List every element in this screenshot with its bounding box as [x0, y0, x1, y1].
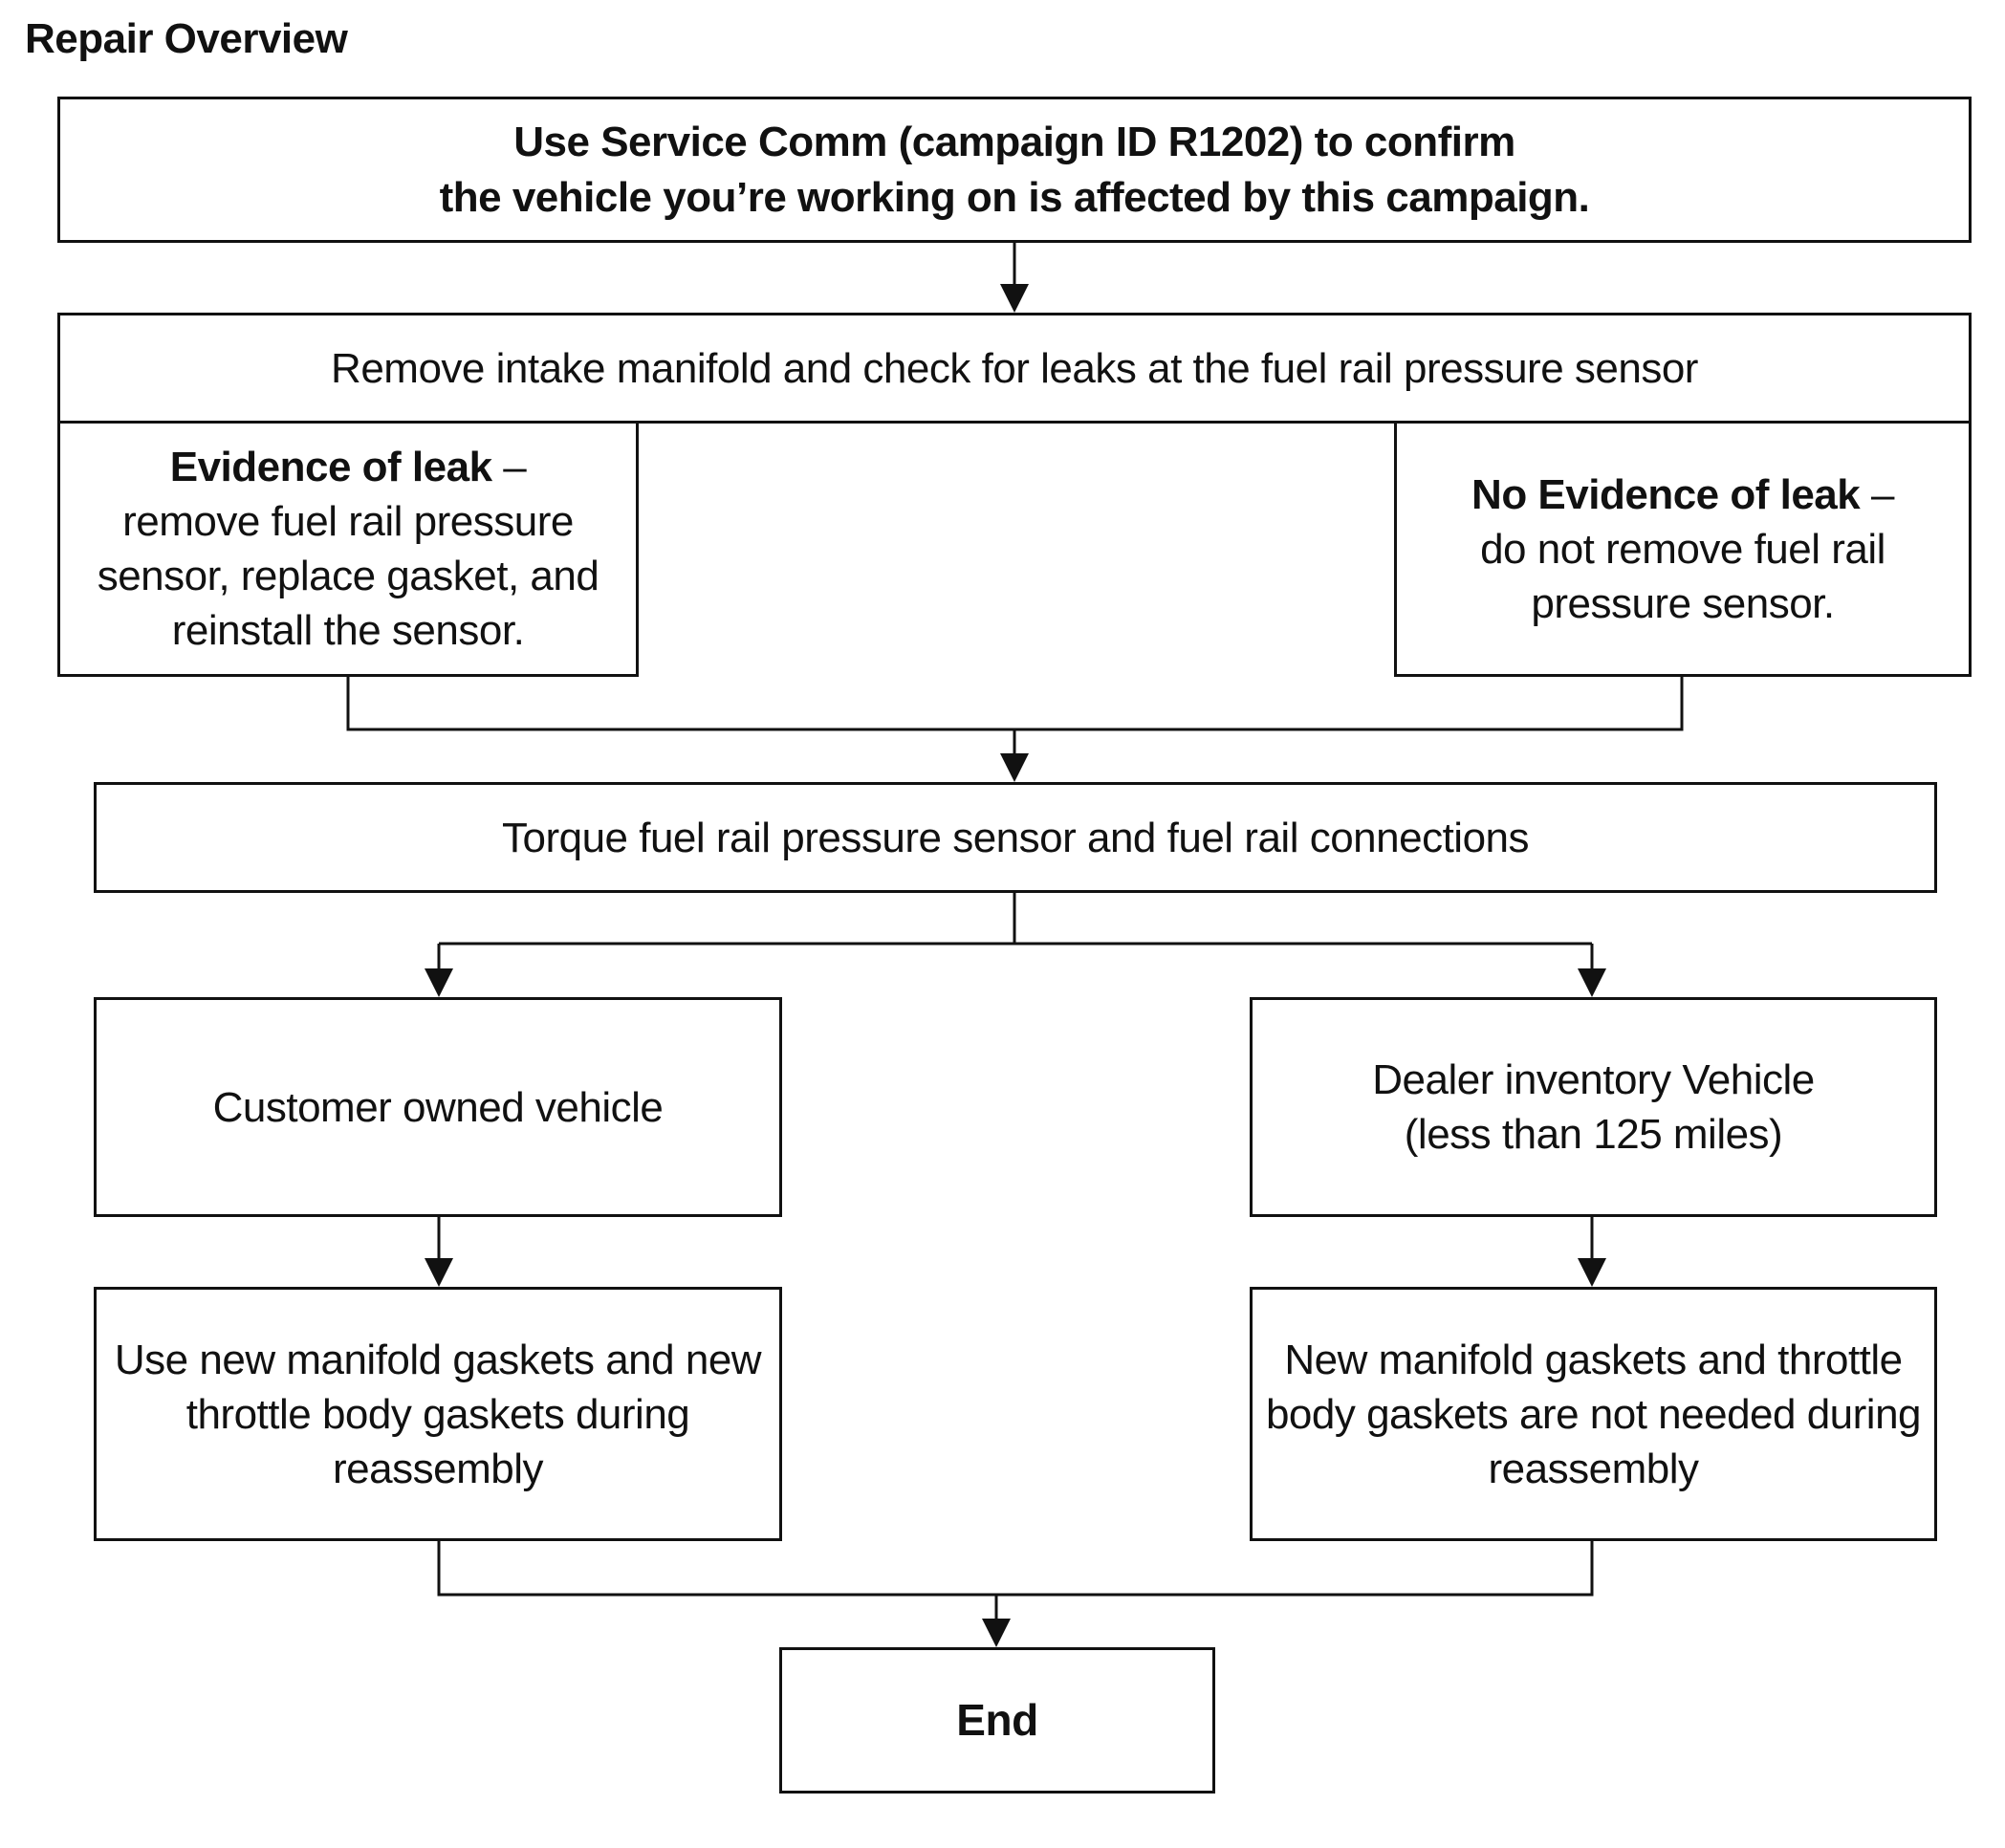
- no-gaskets-line-3: reassembly: [1488, 1445, 1699, 1492]
- no-evidence-of-leak-heading: No Evidence of leak: [1471, 470, 1861, 518]
- branch-dealer-inventory-vehicle: Dealer inventory Vehicle (less than 125 …: [1250, 997, 1937, 1217]
- no-evidence-of-leak-dash: –: [1860, 470, 1894, 518]
- connector-leak-branches-merge: [346, 677, 1684, 731]
- connector-gasket-branches-merge: [437, 1541, 1594, 1597]
- remove-manifold-text: Remove intake manifold and check for lea…: [331, 344, 1698, 392]
- evidence-of-leak-line-3: reinstall the sensor.: [171, 607, 525, 654]
- no-gaskets-line-1: New manifold gaskets and throttle: [1284, 1336, 1903, 1383]
- step-end: End: [779, 1647, 1215, 1794]
- torque-text: Torque fuel rail pressure sensor and fue…: [501, 814, 1530, 861]
- no-gaskets-line-2: body gaskets are not needed during: [1265, 1390, 1922, 1438]
- no-evidence-of-leak-line-2: pressure sensor.: [1531, 579, 1835, 627]
- confirm-line-2: the vehicle you’re working on is affecte…: [439, 173, 1590, 221]
- new-gaskets-line-3: reassembly: [333, 1445, 543, 1492]
- end-text: End: [956, 1695, 1038, 1745]
- dealer-inventory-line-1: Dealer inventory Vehicle: [1372, 1056, 1815, 1103]
- step-gaskets-not-needed: New manifold gaskets and throttle body g…: [1250, 1287, 1937, 1541]
- branch-customer-owned-vehicle: Customer owned vehicle: [94, 997, 782, 1217]
- evidence-of-leak-line-1: remove fuel rail pressure: [122, 498, 574, 545]
- dealer-inventory-line-2: (less than 125 miles): [1404, 1111, 1783, 1158]
- step-confirm-campaign: Use Service Comm (campaign ID R1202) to …: [57, 97, 1972, 243]
- step-torque-connections: Torque fuel rail pressure sensor and fue…: [94, 782, 1937, 893]
- step-remove-intake-manifold: Remove intake manifold and check for lea…: [57, 313, 1972, 424]
- customer-owned-text: Customer owned vehicle: [212, 1083, 664, 1131]
- evidence-of-leak-dash: –: [491, 444, 527, 490]
- step-use-new-gaskets: Use new manifold gaskets and new throttl…: [94, 1287, 782, 1541]
- no-evidence-of-leak-line-1: do not remove fuel rail: [1480, 525, 1885, 573]
- page-title: Repair Overview: [25, 15, 348, 62]
- new-gaskets-line-1: Use new manifold gaskets and new: [114, 1336, 762, 1383]
- confirm-line-1: Use Service Comm (campaign ID R1202) to …: [513, 118, 1515, 165]
- new-gaskets-line-2: throttle body gaskets during: [185, 1390, 690, 1438]
- evidence-of-leak-line-2: sensor, replace gasket, and: [97, 553, 599, 599]
- branch-evidence-of-leak: Evidence of leak – remove fuel rail pres…: [57, 421, 639, 677]
- evidence-of-leak-heading: Evidence of leak: [169, 444, 492, 490]
- branch-no-evidence-of-leak: No Evidence of leak – do not remove fuel…: [1394, 421, 1972, 677]
